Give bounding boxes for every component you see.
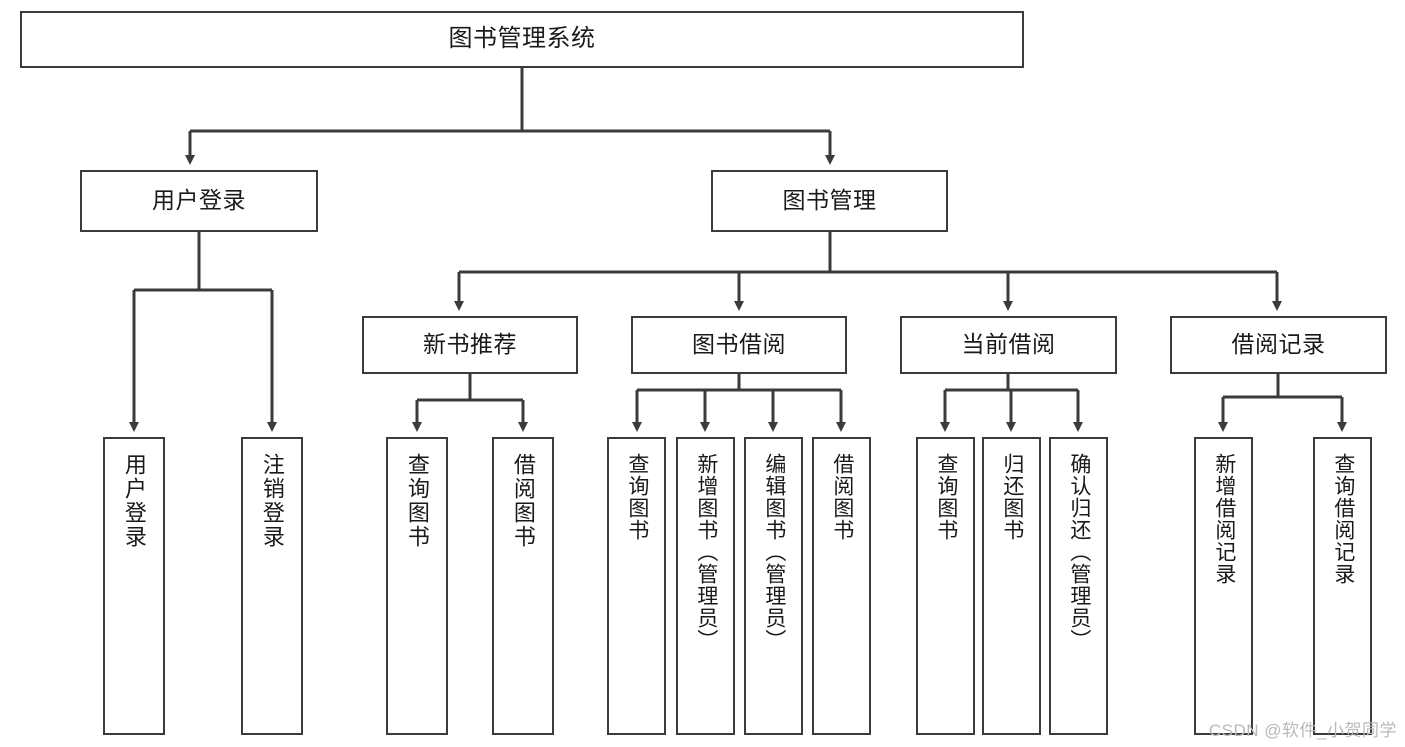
node-root-system[interactable]: 图书管理系统 xyxy=(20,11,1024,68)
leaf-add-book-admin[interactable]: 新增图书（管理员） xyxy=(676,437,735,735)
node-label: 确认归还（管理员） xyxy=(1067,453,1091,651)
node-label: 编辑图书（管理员） xyxy=(762,453,786,651)
leaf-borrow-book-borrow[interactable]: 借阅图书 xyxy=(812,437,871,735)
node-label: 用户登录 xyxy=(121,453,147,549)
node-current-borrow[interactable]: 当前借阅 xyxy=(900,316,1117,374)
leaf-confirm-return-admin[interactable]: 确认归还（管理员） xyxy=(1049,437,1108,735)
leaf-query-book-current[interactable]: 查询图书 xyxy=(916,437,975,735)
leaf-user-login[interactable]: 用户登录 xyxy=(103,437,165,735)
node-new-book-recommend[interactable]: 新书推荐 xyxy=(362,316,578,374)
node-label: 图书管理系统 xyxy=(448,25,596,53)
node-label: 查询图书 xyxy=(625,453,649,541)
node-label: 新书推荐 xyxy=(423,331,517,358)
node-book-borrow[interactable]: 图书借阅 xyxy=(631,316,847,374)
node-label: 借阅图书 xyxy=(830,453,854,541)
node-label: 查询借阅记录 xyxy=(1331,453,1355,585)
leaf-query-book-newbook[interactable]: 查询图书 xyxy=(386,437,448,735)
node-label: 借阅图书 xyxy=(510,453,536,549)
leaf-borrow-book-newbook[interactable]: 借阅图书 xyxy=(492,437,554,735)
leaf-logout-login[interactable]: 注销登录 xyxy=(241,437,303,735)
leaf-add-borrow-record[interactable]: 新增借阅记录 xyxy=(1194,437,1253,735)
csdn-watermark: CSDN @软件_小贺同学 xyxy=(1208,721,1397,740)
leaf-edit-book-admin[interactable]: 编辑图书（管理员） xyxy=(744,437,803,735)
node-label: 新增借阅记录 xyxy=(1212,453,1236,585)
node-book-manage[interactable]: 图书管理 xyxy=(711,170,948,232)
leaf-query-borrow-record[interactable]: 查询借阅记录 xyxy=(1313,437,1372,735)
node-label: 当前借阅 xyxy=(961,331,1056,358)
node-label: 查询图书 xyxy=(934,453,958,541)
node-label: 新增图书（管理员） xyxy=(694,453,718,651)
node-borrow-record[interactable]: 借阅记录 xyxy=(1170,316,1387,374)
leaf-query-book-borrow[interactable]: 查询图书 xyxy=(607,437,666,735)
leaf-return-book[interactable]: 归还图书 xyxy=(982,437,1041,735)
node-label: 注销登录 xyxy=(259,453,285,549)
node-label: 图书管理 xyxy=(782,187,877,214)
node-label: 查询图书 xyxy=(404,453,430,549)
node-label: 用户登录 xyxy=(152,187,246,214)
node-label: 借阅记录 xyxy=(1231,331,1326,358)
node-label: 归还图书 xyxy=(1000,453,1024,541)
node-user-login[interactable]: 用户登录 xyxy=(80,170,318,232)
node-label: 图书借阅 xyxy=(692,331,786,358)
